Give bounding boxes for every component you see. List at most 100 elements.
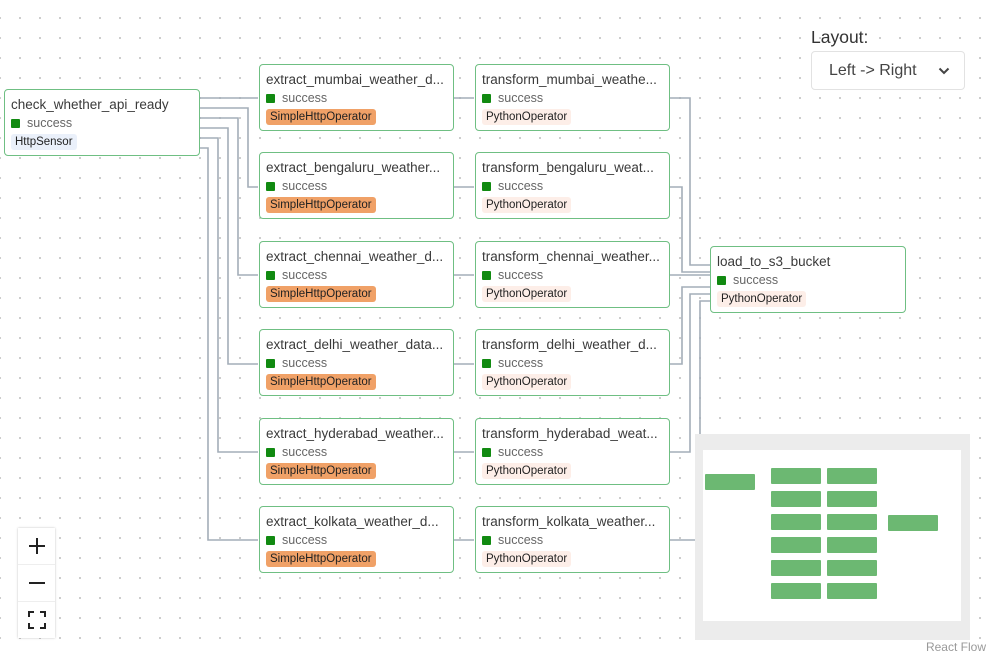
minimap-node [827, 491, 877, 507]
success-status-icon [266, 182, 275, 191]
node-load-to-s3-bucket[interactable]: load_to_s3_bucket success PythonOperator [710, 246, 906, 313]
node-status-label: success [282, 268, 328, 282]
node-status: success [717, 273, 899, 288]
node-status-label: success [498, 356, 544, 370]
operator-badge: SimpleHttpOperator [266, 374, 376, 390]
node-status: success [482, 91, 663, 106]
success-status-icon [482, 94, 491, 103]
chevron-down-icon [938, 67, 950, 74]
fit-view-icon [27, 611, 46, 629]
success-status-icon [482, 182, 491, 191]
minimap-node [827, 583, 877, 599]
node-title: extract_kolkata_weather_d... [266, 514, 439, 529]
minimap-node [771, 491, 821, 507]
layout-label: Layout: [811, 27, 869, 47]
node-title: transform_kolkata_weather... [482, 514, 656, 529]
node-transform-hyderabad[interactable]: transform_hyderabad_weat... success Pyth… [475, 418, 670, 485]
edge-transform-load-hyderabad [670, 293, 710, 453]
success-status-icon [482, 271, 491, 280]
zoom-in-button[interactable] [18, 528, 55, 565]
layout-select[interactable]: Left -> Right [811, 51, 965, 90]
zoom-in-icon [28, 538, 45, 554]
node-status-label: success [282, 356, 328, 370]
node-status-label: success [733, 273, 779, 287]
node-transform-kolkata[interactable]: transform_kolkata_weather... success Pyt… [475, 506, 670, 573]
success-status-icon [266, 94, 275, 103]
edge-transform-load-mumbai [670, 97, 710, 266]
node-status-label: success [498, 533, 544, 547]
node-status: success [266, 356, 447, 371]
node-title: extract_mumbai_weather_d... [266, 72, 444, 87]
node-title: extract_delhi_weather_data... [266, 337, 444, 352]
node-status-label: success [27, 116, 73, 130]
layout-select-value: Left -> Right [829, 61, 917, 79]
minimap-node [771, 514, 821, 530]
node-status-label: success [282, 91, 328, 105]
edge-check-extract-chennai [199, 117, 258, 276]
node-extract-mumbai[interactable]: extract_mumbai_weather_d... success Simp… [259, 64, 454, 131]
node-status-label: success [498, 445, 544, 459]
node-transform-mumbai[interactable]: transform_mumbai_weathe... success Pytho… [475, 64, 670, 131]
success-status-icon [482, 448, 491, 457]
success-status-icon [11, 119, 20, 128]
node-status: success [11, 116, 193, 131]
operator-badge: SimpleHttpOperator [266, 463, 376, 479]
node-title: transform_hyderabad_weat... [482, 426, 658, 441]
operator-badge: PythonOperator [482, 197, 572, 213]
node-status: success [266, 179, 447, 194]
operator-badge: PythonOperator [482, 109, 572, 125]
minimap-node [771, 468, 821, 484]
node-status: success [266, 533, 447, 548]
minimap-node [827, 468, 877, 484]
node-status-label: success [282, 445, 328, 459]
edge-check-extract-delhi [199, 127, 258, 365]
node-title: extract_bengaluru_weather... [266, 160, 441, 175]
operator-badge: PythonOperator [482, 374, 572, 390]
react-flow-attribution[interactable]: React Flow [925, 640, 986, 654]
edge-check-extract-kolkata [199, 147, 258, 541]
edge-transform-load-bengaluru [670, 186, 710, 273]
minimap-node [827, 537, 877, 553]
node-status: success [266, 91, 447, 106]
node-status: success [266, 268, 447, 283]
success-status-icon [266, 536, 275, 545]
node-status-label: success [498, 91, 544, 105]
operator-badge: PythonOperator [482, 463, 572, 479]
minimap-viewport [703, 450, 961, 621]
minimap-node [827, 560, 877, 576]
node-extract-hyderabad[interactable]: extract_hyderabad_weather... success Sim… [259, 418, 454, 485]
node-transform-chennai[interactable]: transform_chennai_weather... success Pyt… [475, 241, 670, 308]
node-title: extract_hyderabad_weather... [266, 426, 444, 441]
edge-transform-load-kolkata [670, 300, 710, 541]
node-check-whether-api-ready[interactable]: check_whether_api_ready success HttpSens… [4, 89, 200, 156]
success-status-icon [482, 536, 491, 545]
operator-badge: SimpleHttpOperator [266, 286, 376, 302]
node-status: success [482, 445, 663, 460]
node-title: transform_bengaluru_weat... [482, 160, 654, 175]
node-extract-kolkata[interactable]: extract_kolkata_weather_d... success Sim… [259, 506, 454, 573]
minimap[interactable] [695, 434, 970, 640]
node-title: transform_chennai_weather... [482, 249, 660, 264]
fit-view-button[interactable] [18, 602, 55, 638]
node-status-label: success [282, 533, 328, 547]
success-status-icon [482, 359, 491, 368]
node-title: load_to_s3_bucket [717, 254, 831, 269]
operator-badge: SimpleHttpOperator [266, 551, 376, 567]
node-title: extract_chennai_weather_d... [266, 249, 444, 264]
node-status: success [482, 533, 663, 548]
edge-check-extract-hyderabad [199, 137, 258, 453]
success-status-icon [266, 448, 275, 457]
operator-badge: PythonOperator [717, 291, 807, 307]
node-extract-chennai[interactable]: extract_chennai_weather_d... success Sim… [259, 241, 454, 308]
node-status: success [482, 356, 663, 371]
zoom-out-button[interactable] [18, 565, 55, 602]
minimap-node [705, 474, 755, 490]
node-extract-bengaluru[interactable]: extract_bengaluru_weather... success Sim… [259, 152, 454, 219]
node-status-label: success [282, 179, 328, 193]
minimap-node [771, 537, 821, 553]
node-transform-bengaluru[interactable]: transform_bengaluru_weat... success Pyth… [475, 152, 670, 219]
success-status-icon [266, 359, 275, 368]
node-extract-delhi[interactable]: extract_delhi_weather_data... success Si… [259, 329, 454, 396]
node-transform-delhi[interactable]: transform_delhi_weather_d... success Pyt… [475, 329, 670, 396]
